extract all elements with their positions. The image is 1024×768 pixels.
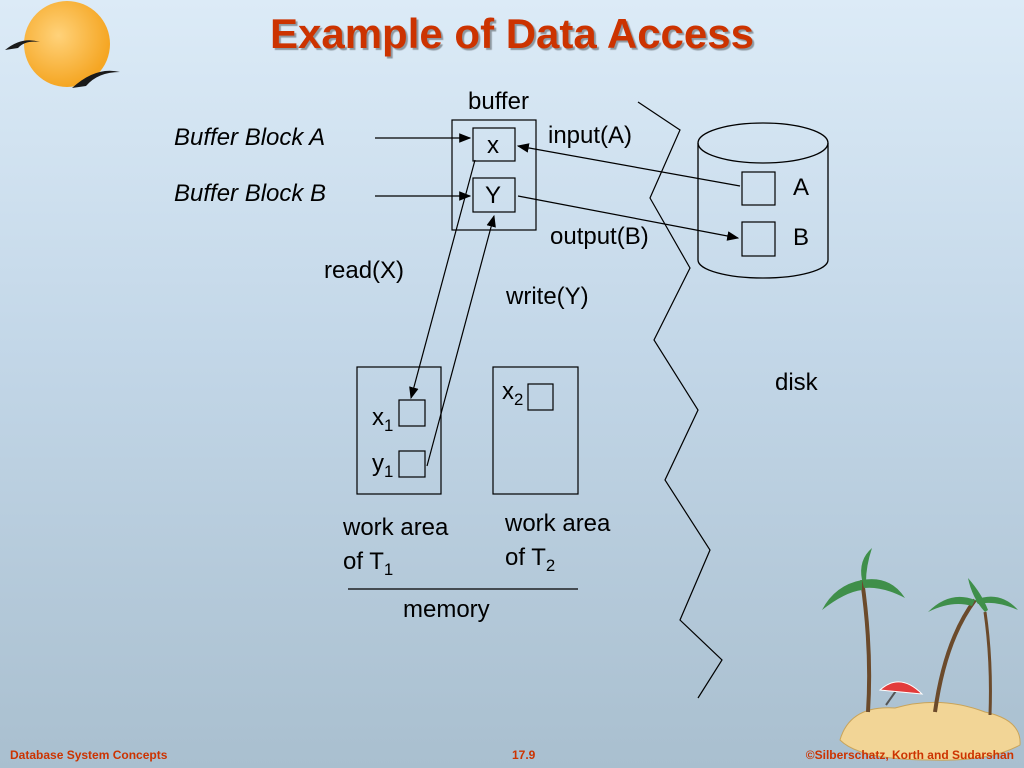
disk-a-label: A [793, 174, 810, 201]
memory-label: memory [403, 596, 490, 623]
y1-block [398, 450, 426, 478]
input-a-arrow [516, 143, 741, 187]
buffer-block-y [472, 177, 516, 213]
page-title: Example of Data Access [269, 10, 754, 57]
write-y-label: write(Y) [506, 283, 589, 310]
buffer-label: buffer [468, 88, 529, 115]
bird-icon [72, 70, 120, 88]
write-y-arrow [426, 214, 496, 467]
work-area-t2-label-line1: work area [505, 510, 611, 537]
y1-label: y1 [372, 450, 394, 481]
footer-right: ©Silberschatz, Korth and Sudarshan [805, 748, 1014, 762]
x1-block [398, 399, 426, 427]
disk-label: disk [775, 369, 818, 396]
input-a-label: input(A) [548, 122, 633, 149]
footer-page-number: 17.9 [512, 748, 536, 762]
x1-label: x1 [372, 404, 394, 435]
cell-x-label: x [487, 132, 499, 159]
sun-logo [5, 1, 120, 88]
work-area-t2 [492, 366, 579, 495]
disk-block-b [741, 221, 776, 257]
disk-block-a [741, 171, 776, 206]
footer-left: Database System Concepts [10, 748, 168, 762]
x2-label: x2 [502, 378, 524, 409]
output-b-arrow [517, 195, 740, 241]
buffer-box [451, 119, 537, 231]
work-area-t1-label-line2: of T1 [343, 548, 394, 579]
disk-b-label: B [793, 224, 810, 251]
bird-icon [5, 40, 40, 50]
buffer-block-a-label: Buffer Block A [174, 124, 326, 151]
read-x-arrow [409, 159, 476, 400]
output-b-label: output(B) [550, 223, 649, 250]
work-area-t1-label-line1: work area [343, 514, 449, 541]
memory-disk-boundary [637, 101, 723, 699]
buffer-block-x [472, 127, 516, 162]
island-illustration [822, 548, 1021, 761]
x2-block [527, 383, 554, 411]
buffer-block-b-label: Buffer Block B [174, 180, 327, 207]
work-area-t2-label-line2: of T2 [505, 544, 556, 575]
read-x-label: read(X) [324, 257, 405, 284]
cell-y-label: Y [485, 182, 502, 209]
work-area-t1 [356, 366, 442, 495]
disk-cylinder [697, 122, 829, 279]
